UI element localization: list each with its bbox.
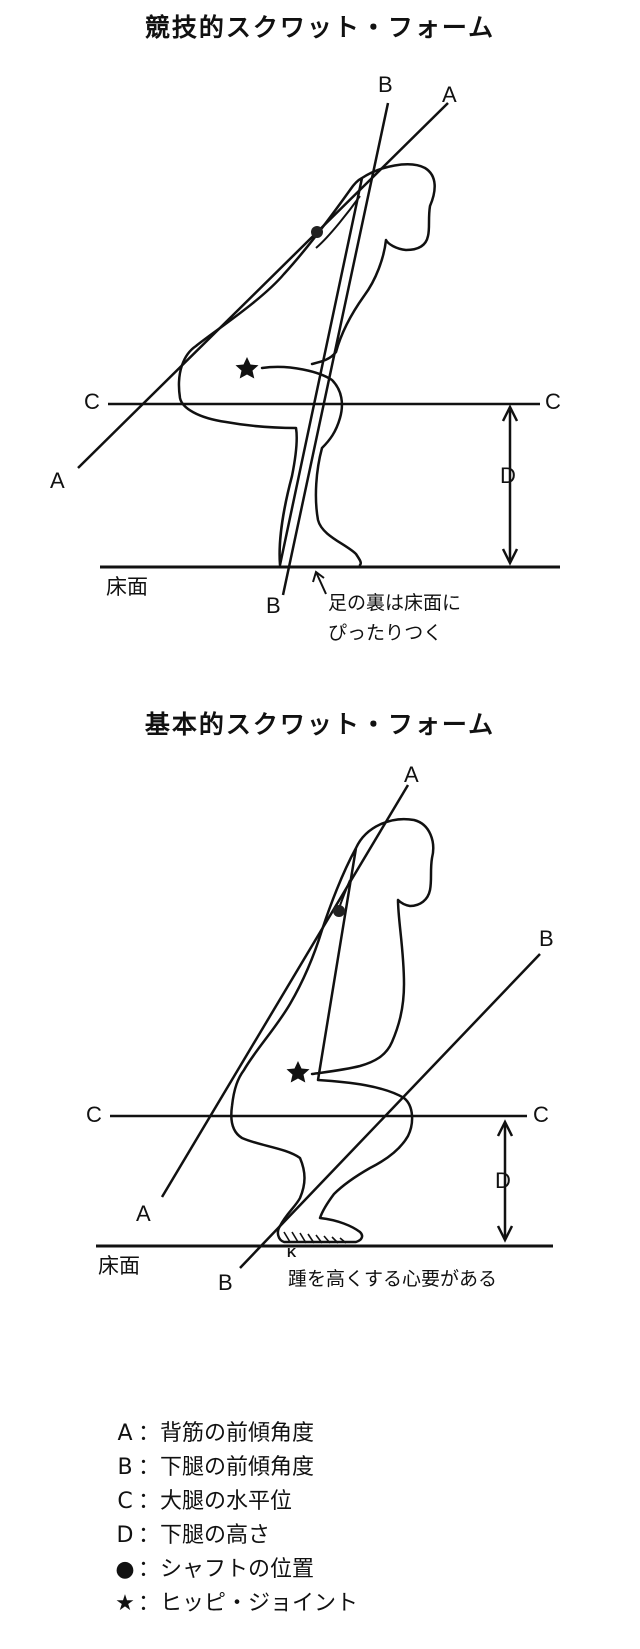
label-a-top: A <box>404 762 419 787</box>
foot-pointer-arrow <box>312 570 327 595</box>
legend-item: ●：シャフトの位置 <box>112 1553 532 1587</box>
heel-raise-hatching <box>283 1231 347 1244</box>
legend-item: A：背筋の前傾角度 <box>112 1417 532 1451</box>
line-b <box>239 953 541 1269</box>
shaft-dot-icon: ● <box>115 1557 135 1582</box>
legend-separator: ： <box>138 1523 161 1548</box>
legend-text: ヒッピ・ジョイント <box>160 1591 359 1616</box>
legend-separator: ： <box>138 1557 161 1582</box>
shaft-dot <box>333 905 345 917</box>
label-c-right: C <box>545 389 561 414</box>
label-c-left: C <box>86 1102 102 1127</box>
heel-note: 踵を高くする心要がある <box>288 1268 498 1290</box>
foot-note: 足の裏は床面に ぴったりつく <box>328 592 462 644</box>
label-d: D <box>500 463 516 488</box>
legend-key: D <box>116 1523 134 1548</box>
legend-text: 背筋の前傾角度 <box>160 1421 315 1446</box>
legend-key: B <box>117 1455 133 1480</box>
floor-label: 床面 <box>106 576 148 599</box>
label-c-right: C <box>533 1102 549 1127</box>
legend-key: A <box>117 1421 133 1446</box>
line-a <box>160 784 410 1198</box>
legend-separator: ： <box>138 1489 161 1514</box>
competitive-diagram <box>77 102 560 596</box>
legend-text: 大腿の水平位 <box>160 1489 293 1514</box>
label-a-top: A <box>442 82 457 107</box>
hip-joint-star <box>286 1061 310 1083</box>
lifter-figure <box>230 817 435 1244</box>
line-b <box>281 102 390 596</box>
label-b-top: B <box>378 72 393 97</box>
legend-item: ★：ヒッピ・ジョイント <box>112 1587 532 1621</box>
shaft-dot <box>311 226 323 238</box>
legend-key: C <box>117 1489 133 1514</box>
heel-mark: K <box>287 1245 297 1260</box>
label-b-bottom: B <box>266 593 281 618</box>
legend-separator: ： <box>138 1591 161 1616</box>
legend-separator: ： <box>138 1421 161 1446</box>
legend-text: 下腿の高さ <box>160 1523 271 1548</box>
legend-item: D：下腿の高さ <box>112 1519 532 1553</box>
label-c-left: C <box>84 389 100 414</box>
basic-title: 基本的スクワット・フォーム <box>144 710 496 739</box>
legend-item: B：下腿の前傾角度 <box>112 1451 532 1485</box>
legend: A：背筋の前傾角度 B：下腿の前傾角度 C：大腿の水平位 D：下腿の高さ ●：シ… <box>112 1417 532 1621</box>
back-contour <box>315 195 361 249</box>
competitive-title: 競技的スクワット・フォーム <box>144 13 496 42</box>
legend-separator: ： <box>138 1455 161 1480</box>
lifter-figure <box>177 163 436 567</box>
label-d: D <box>495 1168 511 1193</box>
d-arrow <box>496 1119 514 1243</box>
line-a <box>77 102 449 469</box>
legend-text: シャフトの位置 <box>160 1557 315 1582</box>
legend-text: 下腿の前傾角度 <box>160 1455 315 1480</box>
star-icon: ★ <box>115 1591 135 1616</box>
label-a-bottom: A <box>136 1201 151 1226</box>
legend-item: C：大腿の水平位 <box>112 1485 532 1519</box>
d-arrow <box>501 404 519 566</box>
label-b-top: B <box>539 926 554 951</box>
hip-joint-star <box>235 357 259 379</box>
label-b-bottom: B <box>218 1270 233 1295</box>
floor-label: 床面 <box>98 1255 140 1278</box>
basic-diagram <box>96 784 553 1269</box>
label-a-bottom: A <box>50 468 65 493</box>
